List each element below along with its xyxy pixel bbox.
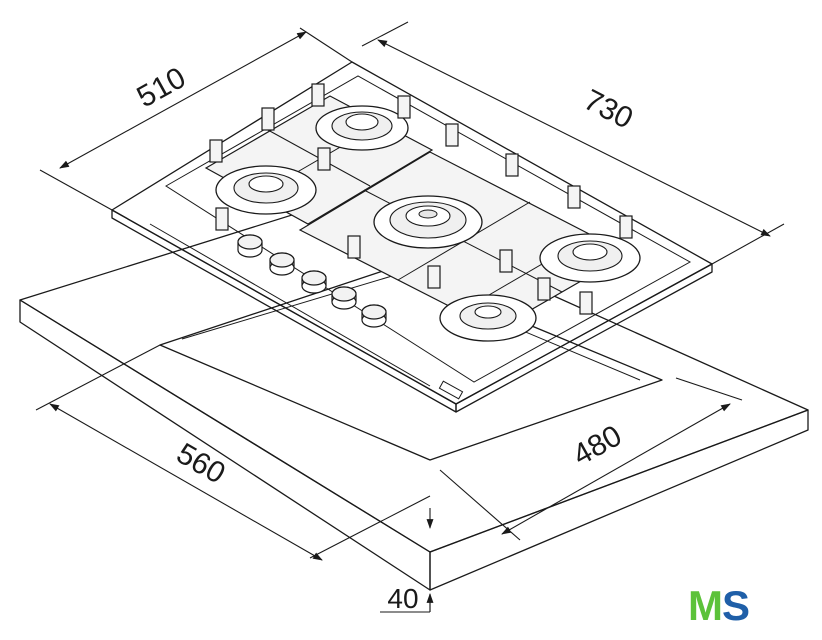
- burner-center-wok: [373, 195, 483, 249]
- dimension-480: 480: [439, 377, 743, 541]
- dimension-480-label: 480: [568, 419, 628, 472]
- burner-front: [439, 294, 537, 342]
- dimension-40: 40: [380, 508, 434, 614]
- knob-4: [331, 286, 357, 310]
- knob-1: [237, 234, 263, 258]
- knob-2: [269, 252, 295, 276]
- dimension-560-label: 560: [171, 437, 231, 491]
- svg-text:M: M: [688, 582, 723, 629]
- dimension-510-label: 510: [132, 61, 192, 114]
- cutout: [159, 267, 663, 461]
- dimension-730-label: 730: [579, 83, 639, 135]
- svg-text:S: S: [722, 582, 750, 629]
- dimension-40-label: 40: [387, 583, 418, 614]
- knob-5: [361, 304, 387, 328]
- burner-right: [539, 233, 641, 283]
- burner-top-left: [315, 105, 409, 151]
- ms-logo: M S: [688, 582, 750, 629]
- burner-left: [215, 165, 317, 215]
- knob-3: [301, 270, 327, 294]
- dimension-560: 560: [35, 344, 431, 561]
